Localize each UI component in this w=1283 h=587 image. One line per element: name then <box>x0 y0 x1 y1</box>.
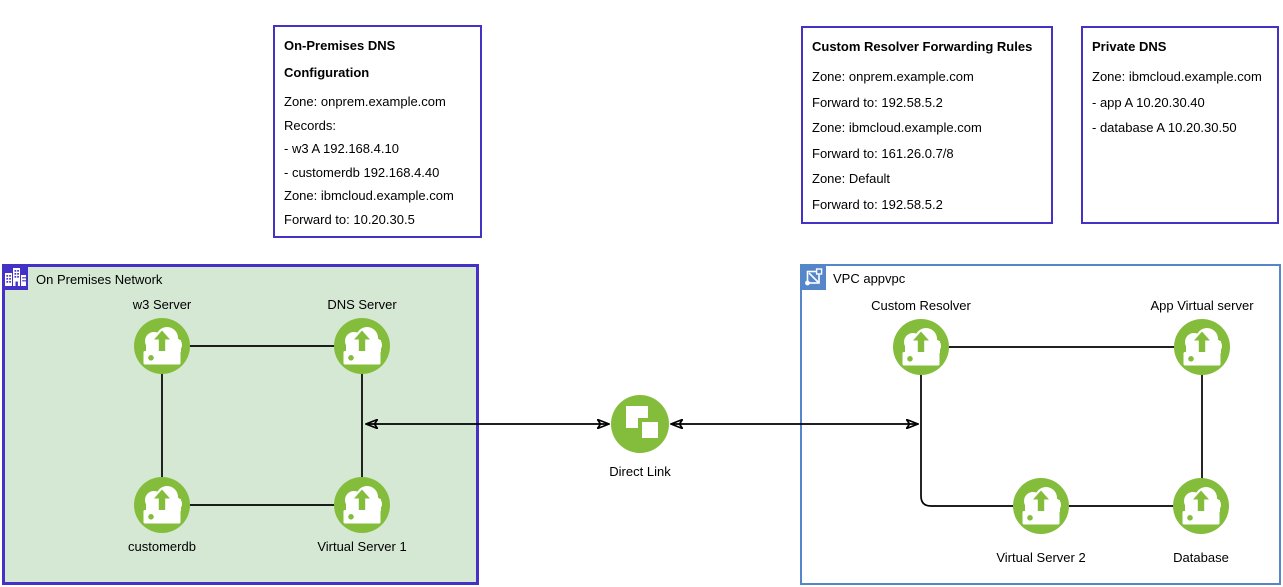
onprem-network-group: On Premises Network <box>2 264 479 585</box>
onprem-dns-config-note: On-Premises DNS Configuration Zone: onpr… <box>273 25 482 238</box>
customerdb-icon <box>134 477 190 533</box>
onprem-network-icon <box>2 264 28 290</box>
vpc-group-label: VPC appvpc <box>833 271 905 287</box>
note-line: - app A 10.20.30.40 <box>1092 90 1268 116</box>
custom-resolver-icon <box>893 319 949 375</box>
customerdb-label: customerdb <box>82 539 242 554</box>
note-title: On-Premises DNS Configuration <box>284 32 449 86</box>
custom-resolver-rules-note: Custom Resolver Forwarding Rules Zone: o… <box>801 26 1053 224</box>
note-title: Custom Resolver Forwarding Rules <box>812 33 1042 60</box>
onprem-group-label: On Premises Network <box>36 272 162 288</box>
note-line: - database A 10.20.30.50 <box>1092 115 1268 141</box>
note-line: Zone: onprem.example.com <box>284 90 471 114</box>
note-title: Private DNS <box>1092 33 1268 60</box>
note-line: Forward to: 192.58.5.2 <box>812 192 1042 218</box>
note-line: Zone: Default <box>812 166 1042 192</box>
app-virtual-server-label: App Virtual server <box>1122 298 1282 313</box>
virtual-server-1-icon <box>334 477 390 533</box>
note-line: Forward to: 192.58.5.2 <box>812 90 1042 116</box>
note-line: Zone: ibmcloud.example.com <box>284 184 471 208</box>
note-line: Zone: ibmcloud.example.com <box>1092 64 1268 90</box>
app-virtual-server-icon <box>1174 319 1230 375</box>
direct-link-icon <box>611 395 669 453</box>
note-line: Forward to: 10.20.30.5 <box>284 208 471 232</box>
w3-server-icon <box>134 318 190 374</box>
note-line: Forward to: 161.26.0.7/8 <box>812 141 1042 167</box>
database-label: Database <box>1121 550 1281 565</box>
note-line: Zone: ibmcloud.example.com <box>812 115 1042 141</box>
w3-server-label: w3 Server <box>82 297 242 312</box>
direct-link-label: Direct Link <box>560 464 720 479</box>
virtual-server-2-icon <box>1013 478 1069 534</box>
dns-server-icon <box>334 318 390 374</box>
note-line: - w3 A 192.168.4.10 <box>284 137 471 161</box>
virtual-server-1-label: Virtual Server 1 <box>282 539 442 554</box>
note-line: Zone: onprem.example.com <box>812 64 1042 90</box>
virtual-server-2-label: Virtual Server 2 <box>961 550 1121 565</box>
note-line: - customerdb 192.168.4.40 <box>284 161 471 185</box>
dns-server-label: DNS Server <box>282 297 442 312</box>
vpc-icon <box>800 264 826 290</box>
database-icon <box>1173 478 1229 534</box>
note-line: Records: <box>284 114 471 138</box>
custom-resolver-label: Custom Resolver <box>841 298 1001 313</box>
private-dns-note: Private DNS Zone: ibmcloud.example.com -… <box>1081 26 1279 224</box>
